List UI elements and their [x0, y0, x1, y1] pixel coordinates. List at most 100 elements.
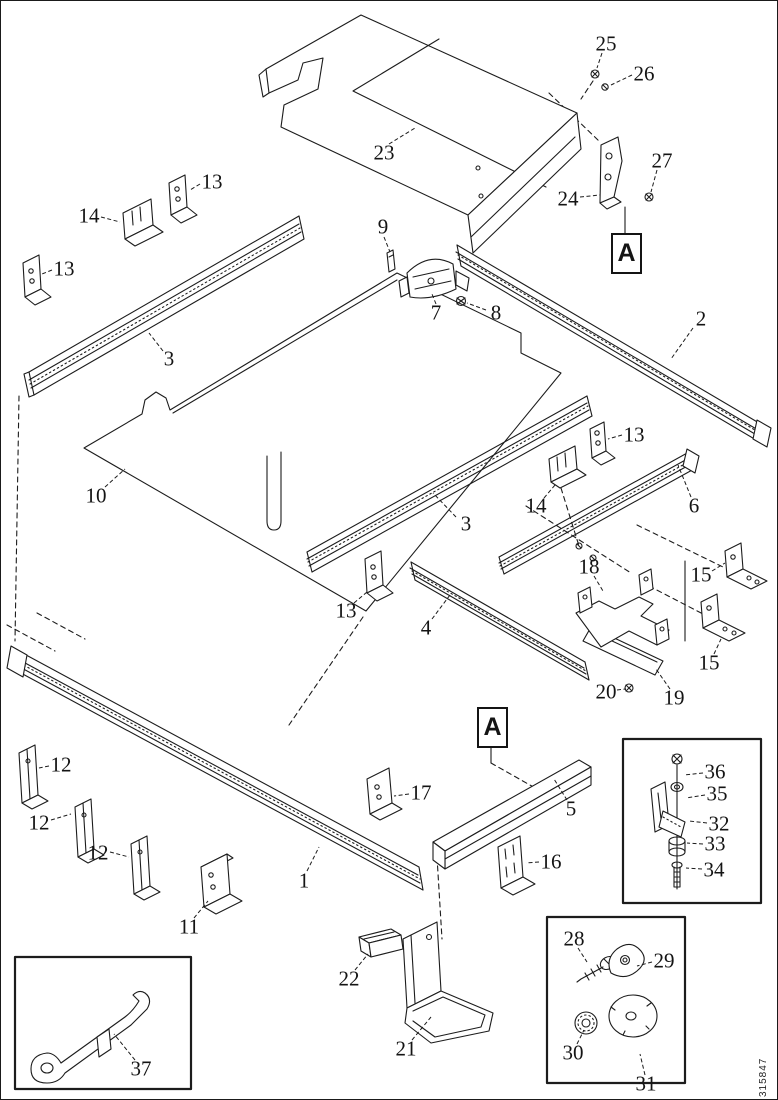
- leader-line-12: [50, 813, 72, 821]
- leader-line-6: [677, 464, 692, 498]
- part-1-rail: [6, 645, 424, 891]
- part-33-spacer: [668, 836, 686, 857]
- leader-line-19: [655, 668, 671, 690]
- part-5-beam: [432, 759, 592, 870]
- part-14-bracket: [122, 198, 164, 247]
- part-callout-3: 3: [163, 346, 175, 371]
- assembly-screws: [575, 542, 597, 562]
- part-callout-16: 16: [540, 849, 562, 874]
- projection-lines: [6, 80, 724, 940]
- leader-line-25: [596, 52, 603, 69]
- part-callout-3: 3: [460, 511, 472, 536]
- part-callout-1: 1: [298, 868, 310, 893]
- part-17-bracket: [366, 767, 403, 821]
- leader-line-12: [109, 851, 130, 858]
- part-32-bracket: [650, 781, 686, 838]
- part-callout-4: 4: [420, 615, 432, 640]
- part-callout-27: 27: [651, 148, 673, 173]
- part-30-washer: [574, 1011, 598, 1035]
- leader-line-33: [686, 842, 704, 845]
- part-23-cover: [258, 14, 582, 254]
- part-13-bracket: [589, 421, 616, 466]
- leader-line-28: [577, 947, 588, 963]
- part-9-pin: [386, 249, 396, 273]
- part-callout-22: 22: [338, 966, 360, 991]
- part-callout-24: 24: [557, 186, 579, 211]
- part-21-foot: [402, 921, 494, 1044]
- part-4-rail: [409, 561, 590, 681]
- leader-line-30: [576, 1029, 585, 1045]
- zone-label-A: A: [477, 707, 508, 748]
- part-callout-19: 19: [663, 685, 685, 710]
- part-26-screw: [601, 83, 609, 91]
- leader-line-16: [525, 861, 540, 864]
- leader-line-14: [100, 216, 121, 223]
- part-36-screw: [671, 753, 683, 765]
- part-callout-30: 30: [562, 1040, 584, 1065]
- part-20-screw: [624, 683, 634, 693]
- leader-line-13: [353, 591, 368, 604]
- leader-line-17: [393, 793, 410, 797]
- leader-line-12: [38, 765, 50, 769]
- part-callout-31: 31: [635, 1071, 657, 1096]
- leader-line-27: [650, 169, 658, 193]
- part-callout-11: 11: [178, 914, 200, 939]
- part-34-bolt: [671, 861, 683, 888]
- part-callout-14: 14: [78, 203, 100, 228]
- part-8-screw: [455, 295, 467, 307]
- part-29-clip: [608, 943, 645, 978]
- part-callout-6: 6: [688, 493, 700, 518]
- leader-line-26: [610, 74, 633, 86]
- drawing-number: 315847: [758, 1057, 769, 1097]
- part-callout-34: 34: [703, 857, 725, 882]
- part-callout-10: 10: [85, 483, 107, 508]
- leader-line-9: [383, 236, 391, 253]
- inset-detail-32-36: [621, 737, 763, 905]
- leader-line-35: [685, 794, 706, 799]
- part-12-post: [130, 835, 161, 901]
- part-2-rail-rear-right: [455, 244, 772, 448]
- part-callout-20: 20: [595, 679, 617, 704]
- part-13-bracket: [364, 550, 394, 602]
- leader-line-11: [193, 900, 209, 919]
- part-14-bracket: [548, 445, 587, 489]
- part-7-bracket: [398, 258, 470, 299]
- part-callout-7: 7: [430, 300, 442, 325]
- leader-line-3: [432, 492, 457, 518]
- part-12-post: [18, 744, 49, 810]
- leader-line-29: [636, 961, 653, 967]
- part-callout-15: 15: [690, 562, 712, 587]
- leader-line-10: [104, 468, 126, 488]
- inset-detail-37: [13, 955, 193, 1091]
- part-24-bracket: [599, 136, 623, 210]
- part-callout-2: 2: [695, 306, 707, 331]
- leader-line-8: [466, 302, 487, 311]
- part-35-washer: [670, 781, 684, 793]
- part-callout-9: 9: [377, 214, 389, 239]
- leader-line-22: [354, 953, 369, 971]
- leader-line-4: [431, 594, 451, 620]
- leader-line-13: [607, 434, 623, 440]
- part-callout-12: 12: [28, 810, 50, 835]
- part-10-plate: [83, 272, 562, 612]
- part-6-rail: [498, 448, 700, 575]
- part-callout-13: 13: [335, 598, 357, 623]
- part-15-bracket: [700, 593, 746, 642]
- part-callout-13: 13: [53, 256, 75, 281]
- part-27-screw: [644, 192, 654, 202]
- leader-line-32: [688, 820, 708, 824]
- part-16-bracket: [497, 835, 536, 896]
- leader-line-34: [685, 867, 703, 870]
- zone-label-A: A: [611, 233, 642, 274]
- leader-line-36: [683, 772, 704, 776]
- leader-line-14: [543, 484, 556, 499]
- part-callout-35: 35: [706, 781, 728, 806]
- leader-line-3: [148, 332, 164, 352]
- leader-line-1: [306, 846, 320, 872]
- part-callout-25: 25: [595, 31, 617, 56]
- leader-line-24: [579, 194, 601, 198]
- part-3-rail-upper-left: [23, 215, 305, 398]
- part-13-bracket: [22, 254, 52, 306]
- part-callout-18: 18: [578, 554, 600, 579]
- part-callout-33: 33: [704, 831, 726, 856]
